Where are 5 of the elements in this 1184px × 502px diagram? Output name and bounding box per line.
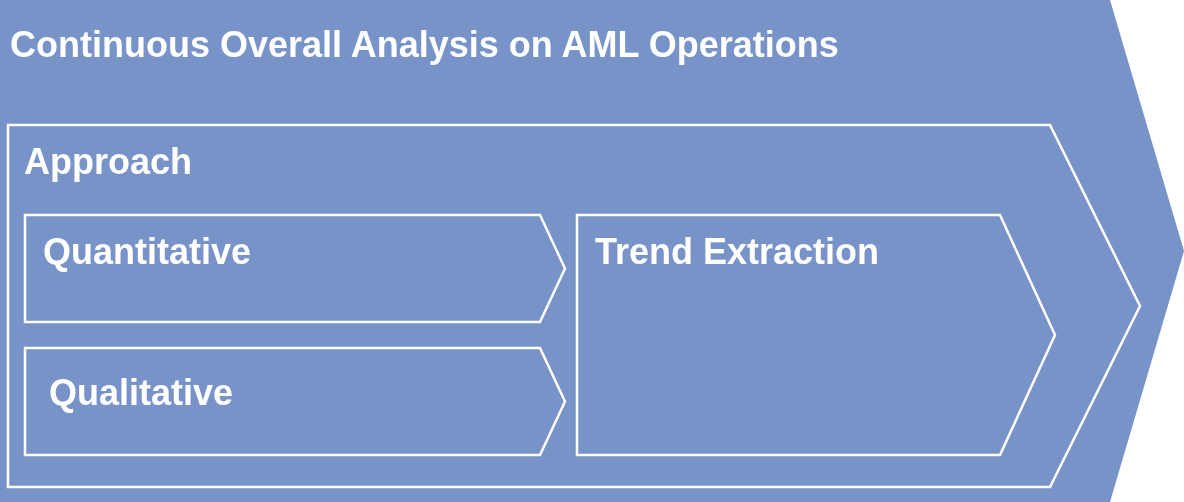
heading-text: Qualitative [49,372,234,414]
heading-text: Continuous Overall Analysis on AML Operations [10,24,839,66]
heading-text: Approach [24,141,192,183]
heading-text: Trend Extraction [595,231,880,273]
heading-text: Quantitative [43,231,252,273]
